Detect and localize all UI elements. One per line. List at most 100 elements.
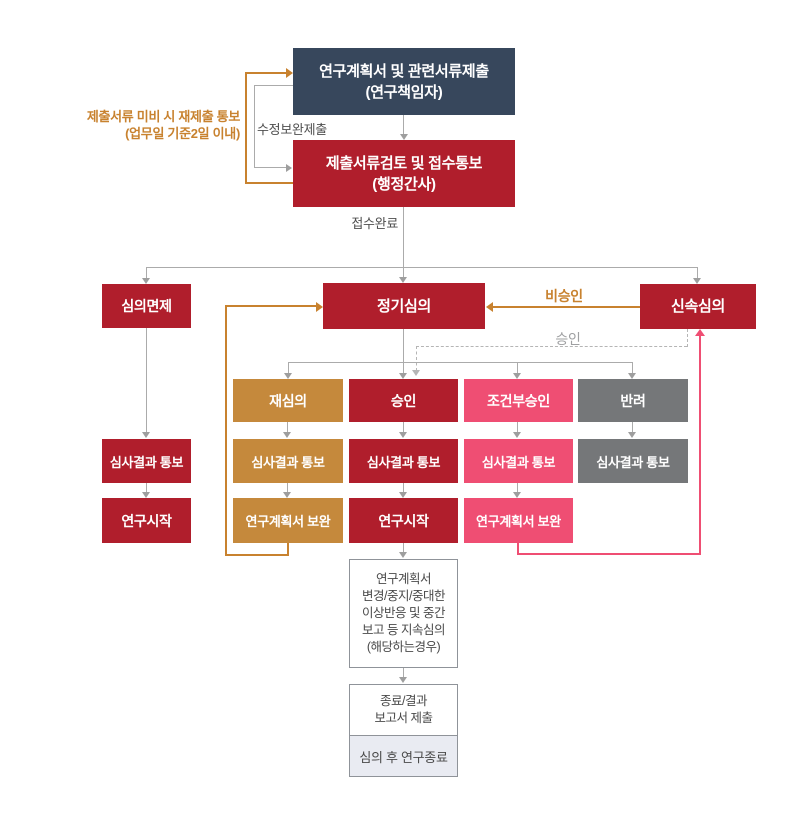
arrowhead-down-icon [513, 492, 521, 498]
line-segment [403, 422, 404, 433]
node-subtitle: (행정간사) [372, 175, 436, 193]
node-final-report-group: 종료/결과 보고서 제출 심의 후 연구종료 [349, 684, 458, 777]
node-review-regular: 정기심의 [323, 283, 485, 329]
not-approved-label: 비승인 [545, 288, 583, 304]
node-outcome-approval: 승인 [349, 379, 458, 422]
arrowhead-down-icon [400, 134, 408, 140]
arrowhead-down-icon [513, 432, 521, 438]
arrowhead-left-icon [486, 302, 493, 312]
line-segment [225, 554, 288, 556]
line-segment [245, 182, 293, 184]
line-segment [288, 362, 633, 363]
line-segment [254, 85, 255, 168]
line-segment [225, 305, 316, 307]
node-rereview-notify: 심사결과 통보 [233, 439, 343, 483]
node-approval-study-start: 연구시작 [349, 498, 458, 543]
line-segment [403, 483, 404, 493]
final-report-line: 종료/결과 [380, 694, 427, 709]
line-segment [287, 543, 289, 556]
line-segment [687, 329, 688, 347]
node-continuing-review: 연구계획서 변경/중지/중대한 이상반응 및 중간 보고 등 지속심의 (해당하… [349, 559, 458, 668]
node-subtitle: (연구책임자) [365, 83, 443, 101]
arrowhead-down-icon [412, 370, 420, 376]
line-segment [403, 207, 404, 268]
arrowhead-down-icon [399, 277, 407, 283]
line-segment [517, 422, 518, 433]
line-segment [416, 346, 687, 347]
node-title: 연구계획서 및 관련서류제출 [319, 62, 489, 80]
arrowhead-down-icon [399, 432, 407, 438]
final-report-line: 보고서 제출 [374, 711, 433, 726]
arrowhead-down-icon [399, 677, 407, 683]
arrowhead-right-icon [286, 68, 293, 78]
line-segment [403, 267, 404, 278]
node-conditional-plan-revise: 연구계획서 보완 [464, 498, 573, 543]
node-conditional-notify: 심사결과 통보 [464, 439, 573, 483]
arrowhead-down-icon [142, 492, 150, 498]
node-rereview-plan-revise: 연구계획서 보완 [233, 498, 343, 543]
line-segment [493, 306, 640, 308]
line-segment [403, 543, 404, 553]
node-exempt-study-start: 연구시작 [102, 498, 191, 543]
line-segment [517, 362, 518, 374]
revise-submit-label: 수정보완제출 [257, 122, 327, 137]
line-segment [288, 362, 289, 374]
line-segment [287, 483, 288, 493]
line-segment [225, 305, 227, 556]
resubmit-notice-label: 제출서류 미비 시 재제출 통보 (업무일 기준2일 이내) [40, 108, 240, 142]
line-segment [146, 267, 698, 268]
resubmit-notice-line2: (업무일 기준2일 이내) [125, 126, 240, 141]
node-plan-submit: 연구계획서 및 관련서류제출 (연구책임자) [293, 48, 515, 115]
node-outcome-re-review: 재심의 [233, 379, 343, 422]
line-segment [287, 422, 288, 433]
arrowhead-down-icon [142, 432, 150, 438]
line-segment [254, 167, 286, 168]
line-segment [146, 483, 147, 493]
continuing-line: 이상반응 및 중간 [362, 606, 445, 620]
node-title: 제출서류검토 및 접수통보 [325, 154, 483, 172]
arrowhead-down-icon [284, 373, 292, 379]
line-segment [254, 85, 294, 86]
receipt-done-label: 접수완료 [351, 216, 398, 231]
resubmit-notice-line1: 제출서류 미비 시 재제출 통보 [86, 109, 240, 124]
line-segment [146, 328, 147, 433]
arrowhead-down-icon [399, 492, 407, 498]
line-segment [632, 422, 633, 433]
line-segment [632, 362, 633, 374]
node-final-report: 종료/결과 보고서 제출 [350, 685, 457, 735]
node-doc-review: 제출서류검토 및 접수통보 (행정간사) [293, 140, 515, 207]
arrowhead-up-icon [695, 329, 705, 336]
arrowhead-down-icon [693, 278, 701, 284]
arrowhead-down-icon [513, 373, 521, 379]
line-segment [517, 553, 701, 555]
line-segment [416, 346, 417, 371]
line-segment [245, 72, 247, 184]
arrowhead-down-icon [628, 373, 636, 379]
arrowhead-down-icon [399, 373, 407, 379]
line-segment [403, 362, 404, 374]
arrowhead-right-icon [316, 302, 323, 312]
approved-label: 승인 [555, 331, 581, 347]
node-approval-notify: 심사결과 통보 [349, 439, 458, 483]
line-segment [146, 267, 147, 279]
node-rejection-notify: 심사결과 통보 [578, 439, 688, 483]
node-outcome-rejection: 반려 [578, 379, 688, 422]
arrowhead-down-icon [142, 278, 150, 284]
node-review-exempt: 심의면제 [102, 284, 191, 328]
continuing-line: 보고 등 지속심의 [362, 623, 445, 637]
line-segment [403, 668, 404, 678]
continuing-line: 변경/중지/중대한 [362, 589, 445, 603]
node-exempt-notify: 심사결과 통보 [102, 439, 191, 483]
node-study-end: 심의 후 연구종료 [350, 735, 457, 776]
continuing-line: 연구계획서 [375, 572, 432, 586]
line-segment [403, 329, 404, 363]
node-review-expedited: 신속심의 [640, 284, 756, 329]
arrowhead-down-icon [283, 432, 291, 438]
line-segment [403, 115, 404, 135]
line-segment [517, 483, 518, 493]
arrowhead-down-icon [399, 552, 407, 558]
arrowhead-down-icon [283, 492, 291, 498]
node-outcome-conditional: 조건부승인 [464, 379, 573, 422]
arrowhead-right-icon [286, 164, 292, 172]
